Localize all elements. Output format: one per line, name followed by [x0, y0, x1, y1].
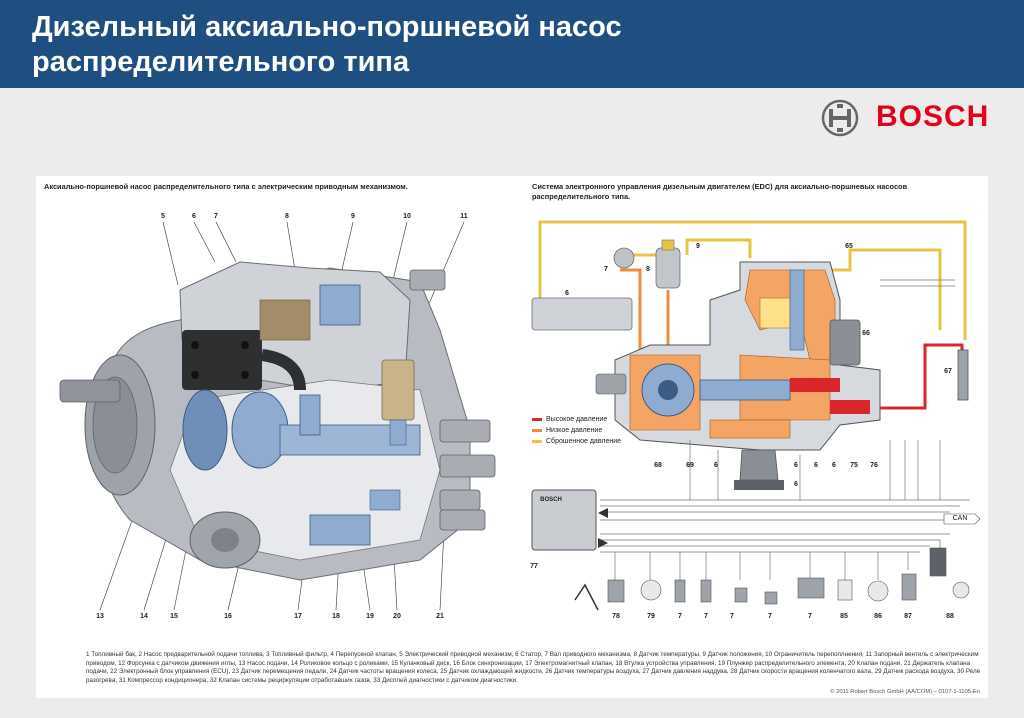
- callout-16: 16: [224, 613, 232, 620]
- callout-11: 11: [460, 213, 468, 220]
- edc-label-76: 76: [870, 462, 878, 469]
- legend-swatch-low: [532, 429, 542, 432]
- ecu-brand-label: BOSCH: [540, 497, 562, 503]
- callout-10: 10: [403, 213, 411, 220]
- header-banner: Дизельный аксиально-поршневой насос расп…: [0, 0, 1024, 88]
- can-bus-label: CAN: [952, 515, 968, 522]
- right-diagram-caption: Система электронного управления дизельны…: [532, 182, 908, 201]
- callout-7: 7: [214, 213, 218, 220]
- brand-name: BOSCH: [876, 100, 990, 133]
- sensor-label-85: 85: [840, 613, 848, 620]
- pressure-legend: Высокое давление Низкое давление Сброшен…: [532, 414, 621, 447]
- edc-label-67: 67: [944, 368, 952, 375]
- sensor-label-78: 78: [612, 613, 620, 620]
- callout-17: 17: [294, 613, 302, 620]
- legend-label-low: Низкое давление: [546, 427, 603, 434]
- edc-label-77: 77: [530, 563, 538, 570]
- title-line-1: Дизельный аксиально-поршневой насос: [32, 11, 622, 43]
- callout-21: 21: [436, 613, 444, 620]
- edc-label-75: 75: [850, 462, 858, 469]
- edc-label-7: 7: [604, 266, 608, 273]
- edc-label-6b1: 6: [714, 462, 718, 469]
- legend-item-return: Сброшенное давление: [532, 436, 621, 447]
- sensor-label-7c: 7: [730, 613, 734, 620]
- bosch-logo: BOSCH: [820, 98, 1000, 138]
- legend-item-low: Низкое давление: [532, 425, 621, 436]
- callout-5: 5: [161, 213, 165, 220]
- callout-19: 19: [366, 613, 374, 620]
- sensor-label-7a: 7: [678, 613, 682, 620]
- edc-label-6: 6: [565, 290, 569, 297]
- title-line-2: распределительного типа: [32, 46, 410, 78]
- edc-label-9: 9: [696, 243, 700, 250]
- parts-legend-footnote: 1 Топливный бак, 2 Насос предварительной…: [86, 651, 981, 684]
- edc-label-65: 65: [845, 243, 853, 250]
- edc-label-6b5: 6: [794, 481, 798, 488]
- callout-6: 6: [192, 213, 196, 220]
- page-title: Дизельный аксиально-поршневой насос расп…: [32, 10, 622, 80]
- callout-9: 9: [351, 213, 355, 220]
- sensor-label-88: 88: [946, 613, 954, 620]
- copyright: © 2011 Robert Bosch GmbH (AA/COM) – 0107…: [830, 689, 980, 695]
- sensor-label-86: 86: [874, 613, 882, 620]
- sensor-label-79: 79: [647, 613, 655, 620]
- edc-label-6b4: 6: [832, 462, 836, 469]
- callout-13: 13: [96, 613, 104, 620]
- bosch-armature-icon: [821, 99, 859, 137]
- callout-15: 15: [170, 613, 178, 620]
- sensor-label-87: 87: [904, 613, 912, 620]
- sensor-label-7b: 7: [704, 613, 708, 620]
- callout-20: 20: [393, 613, 401, 620]
- legend-label-return: Сброшенное давление: [546, 438, 622, 445]
- edc-label-68: 68: [654, 462, 662, 469]
- legend-swatch-high: [532, 418, 542, 421]
- callout-14: 14: [140, 613, 148, 620]
- edc-label-8: 8: [646, 266, 650, 273]
- edc-label-6b2: 6: [794, 462, 798, 469]
- sensor-label-7d: 7: [768, 613, 772, 620]
- callout-8: 8: [285, 213, 289, 220]
- legend-label-high: Высокое давление: [546, 416, 608, 423]
- legend-item-high: Высокое давление: [532, 414, 621, 425]
- legend-swatch-return: [532, 440, 542, 443]
- left-diagram-caption: Аксиально-поршневой насос распределитель…: [44, 182, 408, 191]
- sensor-label-7e: 7: [808, 613, 812, 620]
- edc-label-66: 66: [862, 330, 870, 337]
- edc-label-6b3: 6: [814, 462, 818, 469]
- edc-label-69: 69: [686, 462, 694, 469]
- callout-18: 18: [332, 613, 340, 620]
